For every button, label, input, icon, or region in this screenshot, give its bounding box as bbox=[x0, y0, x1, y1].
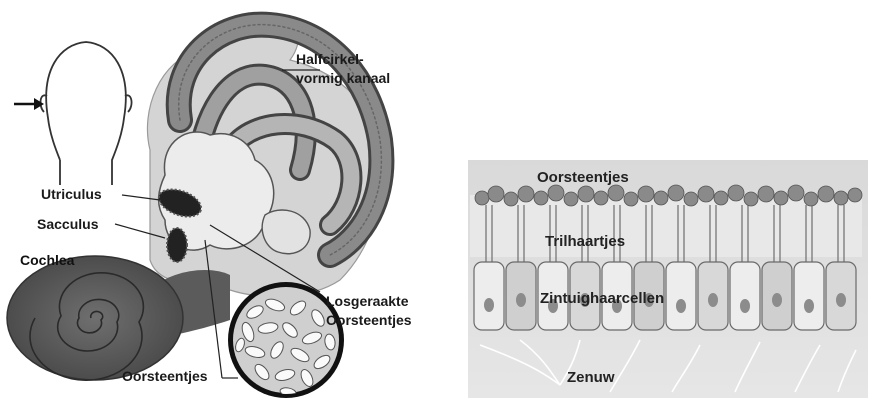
label-zintuighaarcellen: Zintuighaarcellen bbox=[540, 290, 664, 307]
cochlea-spiral bbox=[7, 256, 230, 380]
sacculus-macula bbox=[167, 228, 187, 262]
label-cochlea: Cochlea bbox=[20, 252, 75, 268]
inner-ear-diagram: Halfcirkel- vormig kanaal Utriculus Sacc… bbox=[7, 19, 412, 398]
head-silhouette-icon bbox=[40, 42, 131, 185]
label-zenuw: Zenuw bbox=[567, 369, 615, 386]
label-losgeraakte-2: Oorsteentjes bbox=[326, 312, 412, 328]
label-sacculus: Sacculus bbox=[37, 216, 99, 232]
label-halfcirkel-1: Halfcirkel- bbox=[296, 51, 364, 67]
label-oorsteentjes-left: Oorsteentjes bbox=[122, 368, 208, 384]
label-utriculus: Utriculus bbox=[41, 186, 102, 202]
macula-cross-section: Oorsteentjes Trilhaartjes Zintuighaarcel… bbox=[468, 160, 868, 398]
label-halfcirkel-2: vormig kanaal bbox=[296, 70, 390, 86]
gelatinous-layer bbox=[470, 195, 862, 257]
label-losgeraakte-1: Losgeraakte bbox=[326, 293, 409, 309]
label-oorsteentjes-right: Oorsteentjes bbox=[537, 169, 629, 186]
arrow-icon bbox=[14, 98, 44, 110]
label-trilhaartjes: Trilhaartjes bbox=[545, 233, 625, 250]
